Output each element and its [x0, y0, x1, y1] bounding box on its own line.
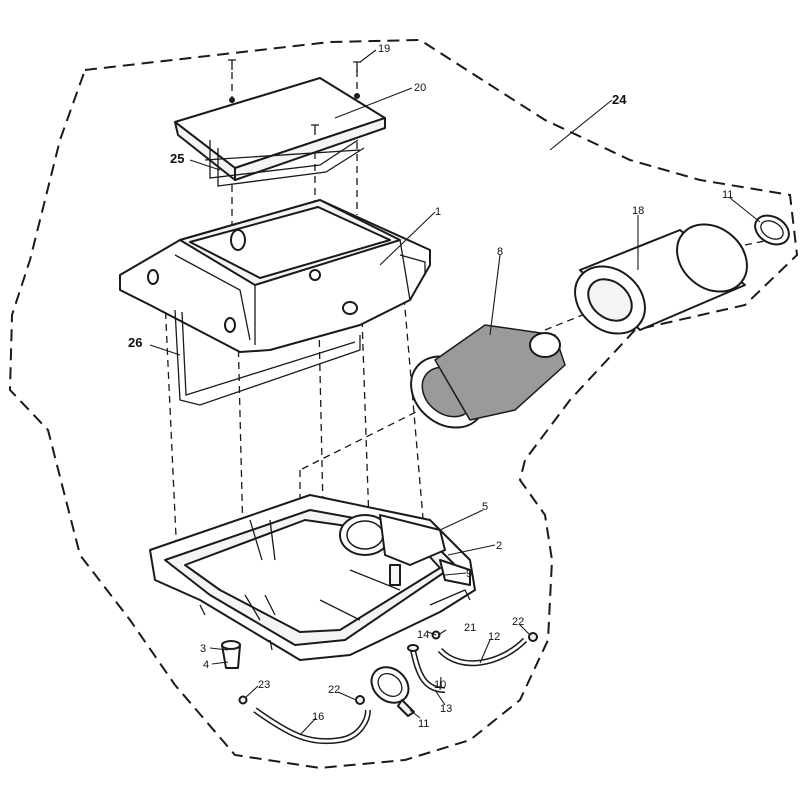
label-4: 4 — [203, 659, 209, 671]
label-3: 3 — [200, 643, 206, 655]
drain-plug — [221, 640, 241, 669]
cover-lid — [174, 77, 386, 181]
label-22-upper: 22 — [512, 616, 524, 628]
foam-sleeve — [574, 223, 748, 335]
label-5: 5 — [482, 501, 488, 513]
label-1: 1 — [435, 206, 441, 218]
label-10: 10 — [434, 679, 446, 691]
label-20: 20 — [414, 82, 426, 94]
gasket-seal — [174, 309, 361, 406]
label-21: 21 — [464, 622, 476, 634]
hose-clip-22-lower — [355, 695, 365, 705]
clamp-upper — [754, 214, 790, 246]
label-19: 19 — [378, 43, 390, 55]
hose-16 — [253, 707, 371, 745]
label-11-upper: 11 — [722, 189, 733, 201]
lower-housing — [149, 494, 476, 661]
upper-housing — [119, 199, 431, 353]
label-18: 18 — [632, 205, 644, 217]
label-9: 9 — [466, 568, 472, 580]
gasket-frame — [204, 139, 365, 187]
label-23: 23 — [258, 679, 270, 691]
label-25: 25 — [170, 151, 184, 166]
clamp-lower — [370, 666, 415, 717]
label-12: 12 — [488, 631, 500, 643]
label-22-lower: 22 — [328, 684, 340, 696]
assembly-boundary — [8, 38, 799, 770]
label-11-lower: 11 — [418, 718, 429, 730]
part-labels: 19 20 24 25 1 8 18 11 26 5 2 9 3 4 23 16… — [128, 43, 733, 730]
label-16: 16 — [312, 711, 324, 723]
label-14: 14 — [417, 629, 429, 641]
label-26: 26 — [128, 335, 142, 350]
label-24: 24 — [612, 92, 627, 107]
hose-fitting-23 — [238, 695, 248, 705]
screws — [228, 59, 361, 135]
leader-lines — [149, 49, 761, 736]
hose-12 — [437, 637, 528, 667]
label-13: 13 — [440, 703, 452, 715]
label-2: 2 — [496, 540, 502, 552]
label-8: 8 — [497, 246, 503, 258]
mesh-filter — [410, 324, 566, 429]
